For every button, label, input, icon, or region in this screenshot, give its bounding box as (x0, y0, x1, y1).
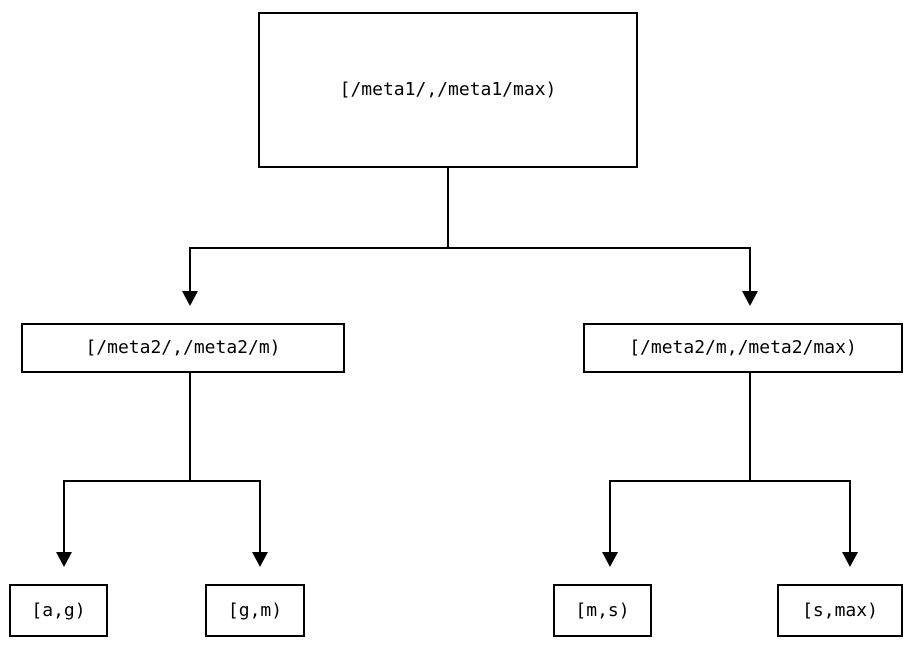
edge-mid-right-stem (749, 373, 751, 482)
arrowhead-root-to-mid-left (182, 291, 198, 306)
arrowhead-mid-left-to-leaf-2 (252, 552, 268, 567)
node-leaf-1-label: [a,g) (31, 599, 86, 621)
node-leaf-1[interactable]: [a,g) (9, 584, 108, 637)
node-leaf-2-label: [g,m) (227, 599, 283, 621)
edge-mid-left-to-leaf-2 (259, 480, 261, 553)
node-mid-left[interactable]: [/meta2/,/meta2/m) (21, 323, 345, 373)
arrowhead-mid-right-to-leaf-3 (602, 552, 618, 567)
edge-mid-right-bar (609, 480, 851, 482)
node-root-label: [/meta1/,/meta1/max) (339, 79, 557, 100)
node-leaf-2[interactable]: [g,m) (205, 584, 305, 637)
arrowhead-mid-left-to-leaf-1 (56, 552, 72, 567)
edge-mid-left-bar (63, 480, 261, 482)
node-root[interactable]: [/meta1/,/meta1/max) (258, 12, 638, 168)
edge-mid-right-to-leaf-4 (849, 480, 851, 553)
node-mid-right[interactable]: [/meta2/m,/meta2/max) (583, 323, 903, 373)
node-leaf-3-label: [m,s) (575, 599, 630, 621)
node-mid-right-label: [/meta2/m,/meta2/max) (629, 337, 857, 358)
node-mid-left-label: [/meta2/,/meta2/m) (85, 337, 281, 358)
node-leaf-4[interactable]: [s,max) (777, 584, 903, 637)
edge-root-to-mid-right (749, 247, 751, 292)
edge-mid-right-to-leaf-3 (609, 480, 611, 553)
edge-root-bar (189, 247, 751, 249)
edge-mid-left-stem (189, 373, 191, 482)
edge-root-stem (447, 168, 449, 249)
arrowhead-mid-right-to-leaf-4 (842, 552, 858, 567)
node-leaf-4-label: [s,max) (802, 599, 878, 621)
arrowhead-root-to-mid-right (742, 291, 758, 306)
edge-root-to-mid-left (189, 247, 191, 292)
node-leaf-3[interactable]: [m,s) (553, 584, 652, 637)
edge-mid-left-to-leaf-1 (63, 480, 65, 553)
